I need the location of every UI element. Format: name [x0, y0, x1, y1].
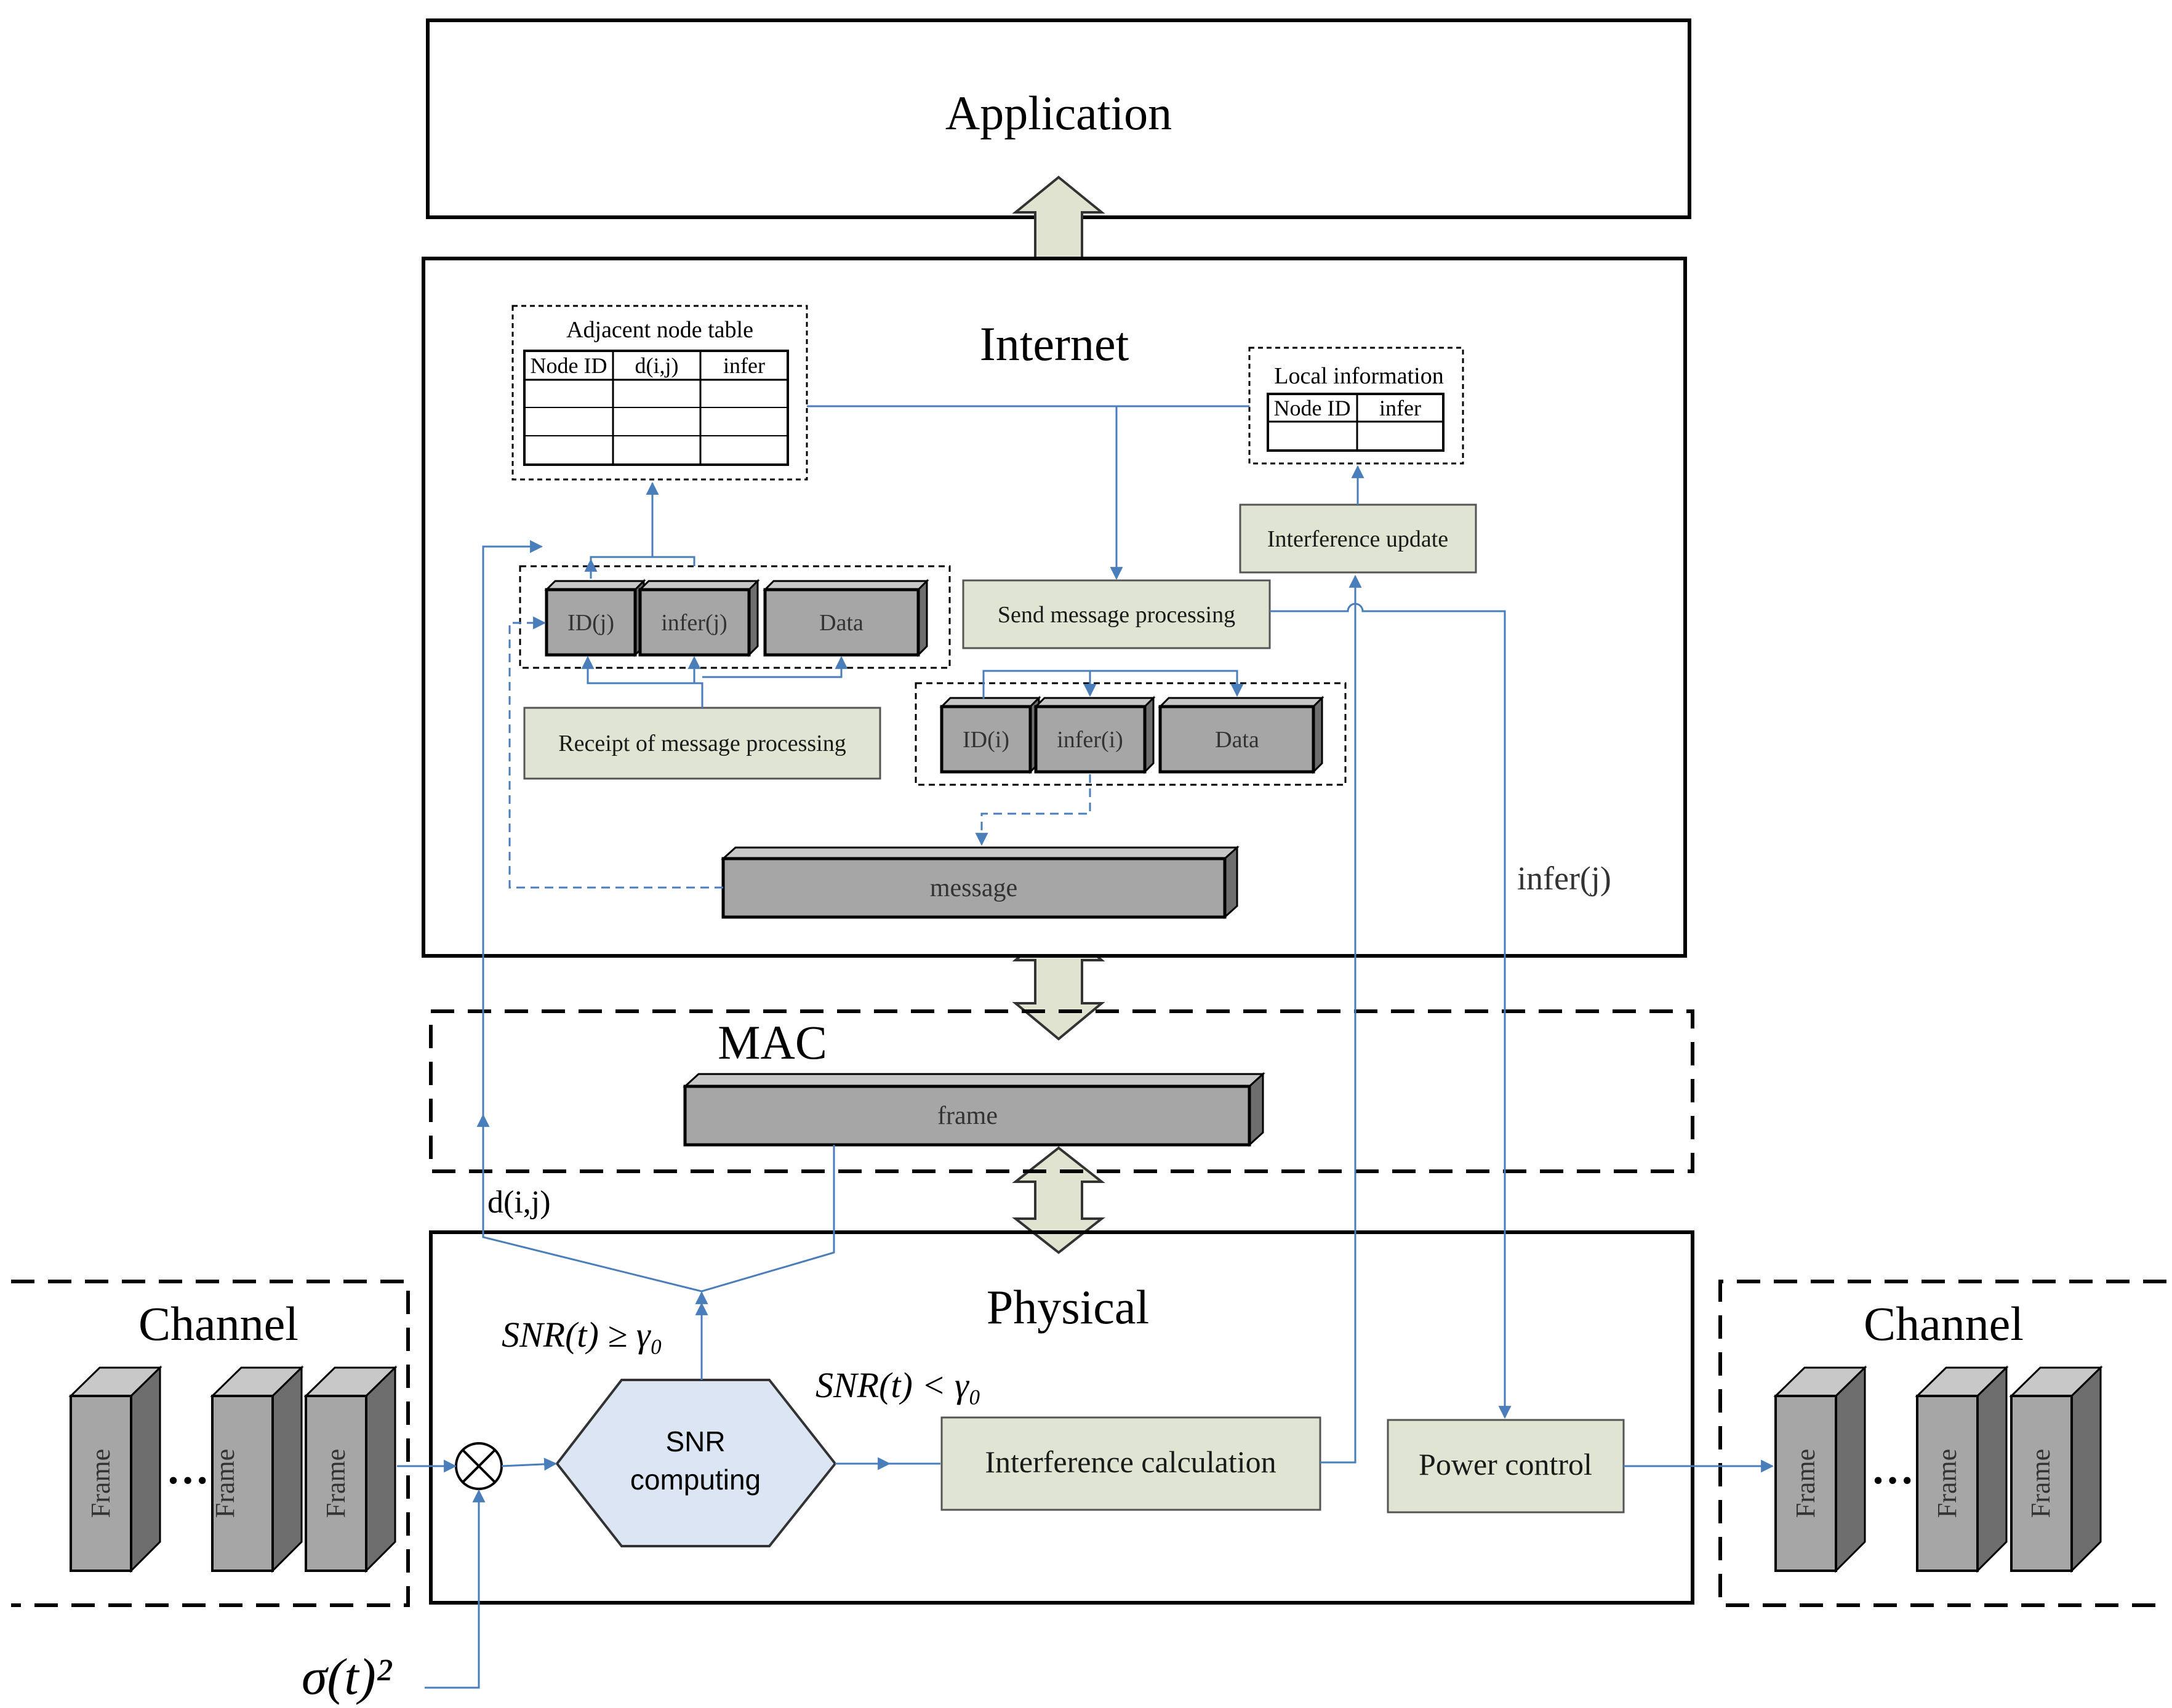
field-block-infer-i: infer(i) [1033, 696, 1156, 774]
channel-right: Channel [1718, 1280, 2166, 1607]
interference-calculation-box: Interference calculation [940, 1416, 1321, 1511]
sent-fields-group: ID(i) infer(i) Data [915, 682, 1347, 786]
message-block: message [721, 845, 1240, 920]
field-infer-j-label: infer(j) [661, 610, 727, 636]
infer-j-label: infer(j) [1517, 860, 1611, 897]
dij-label: d(i,j) [487, 1185, 551, 1220]
internet-title: Internet [980, 317, 1129, 371]
link-receipt-to-infer [687, 656, 702, 684]
field-data-j-label: Data [819, 610, 864, 636]
send-message-processing-label: Send message processing [998, 602, 1235, 628]
connectors [397, 405, 1774, 1689]
link-frame-to-snr [701, 1145, 835, 1293]
field-data-i-label: Data [1215, 727, 1259, 753]
local-header-infer: infer [1379, 396, 1421, 420]
snr-lt-label: SNR(t) < γ₀ [816, 1365, 981, 1405]
channel-right-title: Channel [1864, 1297, 2024, 1350]
link-calc-to-update [1320, 574, 1362, 1464]
message-label: message [930, 874, 1017, 902]
snr-line1: SNR [665, 1425, 725, 1457]
local-header-node-id: Node ID [1274, 396, 1351, 420]
receipt-message-processing-box: Receipt of message processing [523, 707, 881, 780]
physical-layer: Physical [429, 1230, 1694, 1605]
frame-stack-right-2: Frame [1915, 1365, 2009, 1573]
link-message-to-received [508, 616, 723, 889]
receipt-message-processing-label: Receipt of message processing [558, 731, 846, 756]
frame-block: frame [683, 1072, 1265, 1147]
field-block-infer-j: infer(j) [638, 579, 760, 657]
ellipsis-left: … [166, 1446, 209, 1493]
layer-arrow-mac-physical [1012, 1146, 1105, 1254]
link-sigma-to-mult [425, 1489, 486, 1689]
application-title: Application [945, 86, 1172, 140]
adjacent-node-table: Adjacent node table Node ID d(i,j) infer [511, 305, 808, 481]
snr-line2: computing [630, 1464, 761, 1496]
channel-left-title: Channel [138, 1297, 299, 1350]
local-info-title: Local information [1274, 363, 1443, 389]
channel-left: Channel [11, 1280, 410, 1607]
power-control-label: Power control [1419, 1447, 1592, 1481]
field-id-j-label: ID(j) [567, 610, 614, 636]
link-send-to-fields [982, 670, 1244, 699]
ellipsis-right: … [1871, 1446, 1914, 1493]
frame-stack-left-3: Frame [303, 1365, 398, 1573]
received-fields-group: ID(j) infer(j) Data [519, 565, 951, 669]
local-information-table: Local information Node ID infer [1248, 347, 1464, 465]
interference-update-label: Interference update [1267, 526, 1448, 552]
snr-computing-node: SNR computing [555, 1379, 837, 1547]
mac-layer: MAC [429, 1009, 1694, 1173]
adjacent-header-infer: infer [723, 353, 765, 378]
field-block-id-j: ID(j) [544, 579, 646, 657]
field-block-id-i: ID(i) [939, 696, 1041, 774]
power-control-box: Power control [1387, 1419, 1625, 1514]
frame-label: frame [937, 1102, 998, 1130]
frame-stack-left-2: Frame [210, 1365, 304, 1573]
link-receipt-to-fields [581, 656, 703, 708]
mac-title: MAC [718, 1016, 827, 1069]
dashed-connectors [508, 616, 1091, 889]
link-mult-to-snr [501, 1457, 558, 1471]
sigma-label: σ(t)² [302, 1648, 393, 1706]
interference-update-box: Interference update [1239, 503, 1477, 574]
frame-right-1-label: Frame [1790, 1449, 1821, 1518]
link-receipt-to-data [702, 656, 848, 678]
frame-left-3-label: Frame [321, 1449, 351, 1518]
frame-stack-right-3: Frame [2009, 1365, 2103, 1573]
multiplier-node [455, 1442, 503, 1490]
frame-left-2-label: Frame [210, 1449, 240, 1518]
link-sent-to-message [975, 774, 1091, 846]
send-message-processing-box: Send message processing [962, 579, 1271, 649]
frame-stack-left-1: Frame [68, 1365, 162, 1573]
frame-right-2-label: Frame [1932, 1449, 1962, 1518]
physical-title: Physical [987, 1280, 1149, 1334]
interference-calculation-label: Interference calculation [985, 1445, 1276, 1479]
field-infer-i-label: infer(i) [1057, 727, 1123, 753]
adjacent-table-title: Adjacent node table [566, 317, 753, 343]
frame-right-3-label: Frame [2026, 1449, 2056, 1518]
field-block-data-i: Data [1158, 696, 1324, 774]
adjacent-header-dij: d(i,j) [635, 353, 679, 378]
frame-stack-right-1: Frame [1773, 1365, 1867, 1573]
frame-left-1-label: Frame [86, 1449, 116, 1518]
link-dij-up [482, 540, 702, 1293]
field-id-i-label: ID(i) [963, 727, 1009, 753]
field-block-data-j: Data [763, 579, 929, 657]
snr-ge-label: SNR(t) ≥ γ₀ [502, 1315, 663, 1355]
adjacent-header-node-id: Node ID [531, 353, 607, 378]
